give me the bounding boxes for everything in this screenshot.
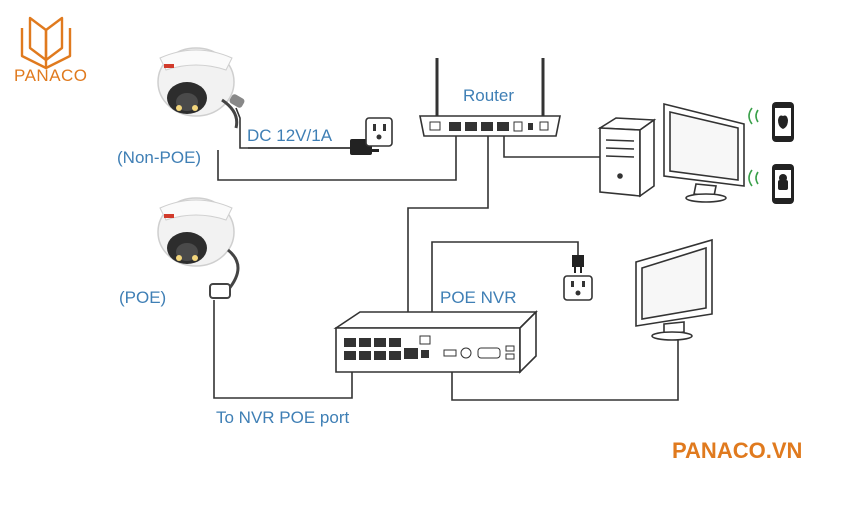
- router-device: [419, 58, 561, 137]
- nvr-wall-outlet-icon: [563, 275, 593, 301]
- poe-nvr-label: POE NVR: [440, 288, 517, 307]
- nvr-poe-port-label: To NVR POE port: [216, 408, 350, 427]
- connection-cables: [213, 107, 679, 401]
- logo-text: PANACO: [14, 66, 88, 85]
- dc-power-label: DC 12V/1A: [247, 126, 333, 145]
- wall-outlet-icon: [365, 117, 393, 147]
- poe-camera-label: (POE): [119, 288, 167, 307]
- nvr-power-plug-icon: [572, 255, 584, 273]
- panaco-logo-icon: [20, 16, 72, 70]
- poe-nvr-device: [333, 310, 538, 374]
- pc-monitor-icon: [663, 102, 745, 203]
- website-text: PANACO.VN: [672, 438, 803, 463]
- non-poe-camera-label: (Non-POE): [117, 148, 202, 167]
- iphone-icon: [748, 102, 794, 142]
- android-phone-icon: [748, 164, 794, 204]
- camera-poe: [157, 197, 240, 299]
- camera-non-poe: [157, 47, 245, 129]
- router-label: Router: [463, 86, 515, 105]
- nvr-monitor-icon: [635, 238, 713, 341]
- pc-tower-icon: [597, 117, 657, 198]
